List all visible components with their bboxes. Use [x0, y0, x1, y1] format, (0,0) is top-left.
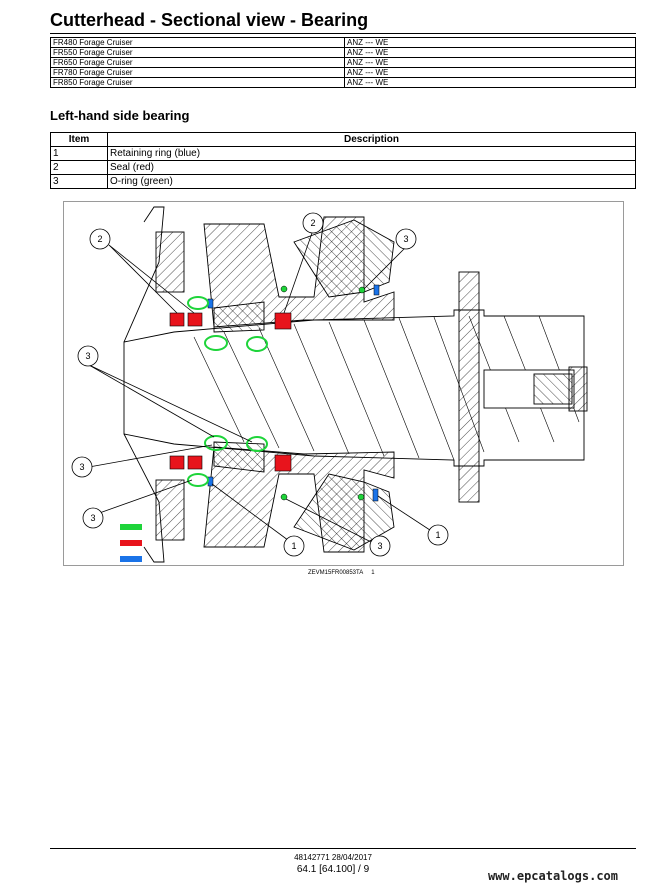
watermark: www.epcatalogs.com	[487, 869, 618, 883]
seal-marker	[274, 454, 292, 472]
footer-doc: 48142771 28/04/2017	[294, 853, 372, 862]
sectional-view-figure: 2 2 3 3 3 3 1	[63, 201, 624, 566]
callout: 3	[77, 345, 99, 367]
end-cap	[458, 271, 480, 503]
o-ring-marker	[246, 436, 268, 452]
model-cell: FR550 Forage Cruiser	[50, 47, 345, 58]
region-cell: ANZ --- WE	[344, 47, 636, 58]
item-number: 1	[50, 146, 108, 161]
item-number: 3	[50, 174, 108, 189]
retaining-ring-marker	[372, 488, 379, 502]
seal-marker	[169, 455, 185, 470]
callout: 3	[82, 507, 104, 529]
svg-text:3: 3	[90, 513, 95, 523]
color-legend	[120, 524, 142, 562]
svg-text:3: 3	[403, 234, 408, 244]
footer-rule	[50, 848, 636, 849]
table-row: 2 Seal (red)	[50, 160, 636, 175]
o-ring-marker	[187, 296, 209, 310]
svg-text:3: 3	[79, 462, 84, 472]
seal-marker	[187, 455, 203, 470]
upper-bearing	[213, 301, 265, 333]
svg-text:3: 3	[377, 541, 382, 551]
region-cell: ANZ --- WE	[344, 37, 636, 48]
region-cell: ANZ --- WE	[344, 67, 636, 78]
seal-markers	[169, 312, 292, 472]
model-cell: FR480 Forage Cruiser	[50, 37, 345, 48]
page-title: Cutterhead - Sectional view - Bearing	[50, 10, 369, 30]
legend-blue	[120, 556, 142, 562]
callouts: 2 2 3 3 3 3 1	[71, 212, 449, 557]
header-item: Item	[50, 132, 108, 147]
model-cell: FR850 Forage Cruiser	[50, 77, 345, 88]
callout: 1	[427, 524, 449, 546]
item-description: O-ring (green)	[107, 174, 636, 189]
table-row: 3 O-ring (green)	[50, 174, 636, 189]
o-ring-marker	[204, 435, 228, 451]
items-table: Item Description 1 Retaining ring (blue)…	[50, 132, 636, 189]
callout: 2	[302, 212, 324, 234]
model-cell: FR780 Forage Cruiser	[50, 67, 345, 78]
title-rule	[50, 33, 636, 34]
o-ring-markers	[187, 285, 366, 501]
legend-red	[120, 540, 142, 546]
svg-text:1: 1	[435, 530, 440, 540]
callout: 3	[71, 456, 93, 478]
legend-green	[120, 524, 142, 530]
svg-text:2: 2	[310, 218, 315, 228]
o-ring-marker	[358, 286, 366, 294]
region-cell: ANZ --- WE	[344, 77, 636, 88]
o-ring-marker	[187, 473, 209, 487]
svg-text:1: 1	[291, 541, 296, 551]
callout: 3	[395, 228, 417, 250]
cutterhead-drawing	[123, 206, 588, 563]
o-ring-marker	[204, 335, 228, 351]
retaining-ring-marker	[373, 284, 380, 296]
callout: 3	[369, 535, 391, 557]
seal-marker	[187, 312, 203, 327]
leader-lines	[88, 232, 437, 547]
o-ring-marker	[246, 336, 268, 352]
region-cell: ANZ --- WE	[344, 57, 636, 68]
svg-text:2: 2	[97, 234, 102, 244]
callout: 1	[283, 535, 305, 557]
item-description: Seal (red)	[107, 160, 636, 175]
seal-marker	[169, 312, 185, 327]
table-header-row: Item Description	[50, 132, 636, 147]
item-description: Retaining ring (blue)	[107, 146, 636, 161]
callout: 2	[89, 228, 111, 250]
figure-number: 1	[371, 570, 375, 576]
table-row: 1 Retaining ring (blue)	[50, 146, 636, 161]
footer-page: 64.1 [64.100] / 9	[296, 864, 370, 875]
item-number: 2	[50, 160, 108, 175]
figure-code: ZEVM15FR00853TA	[308, 570, 363, 576]
seal-marker	[274, 312, 292, 330]
header-description: Description	[107, 132, 636, 147]
o-ring-marker	[280, 493, 288, 501]
section-title: Left-hand side bearing	[50, 108, 190, 123]
o-ring-marker	[280, 285, 288, 293]
svg-text:3: 3	[85, 351, 90, 361]
model-cell: FR650 Forage Cruiser	[50, 57, 345, 68]
o-ring-marker	[357, 493, 365, 501]
figure-reference: ZEVM15FR00853TA 1	[308, 570, 375, 576]
